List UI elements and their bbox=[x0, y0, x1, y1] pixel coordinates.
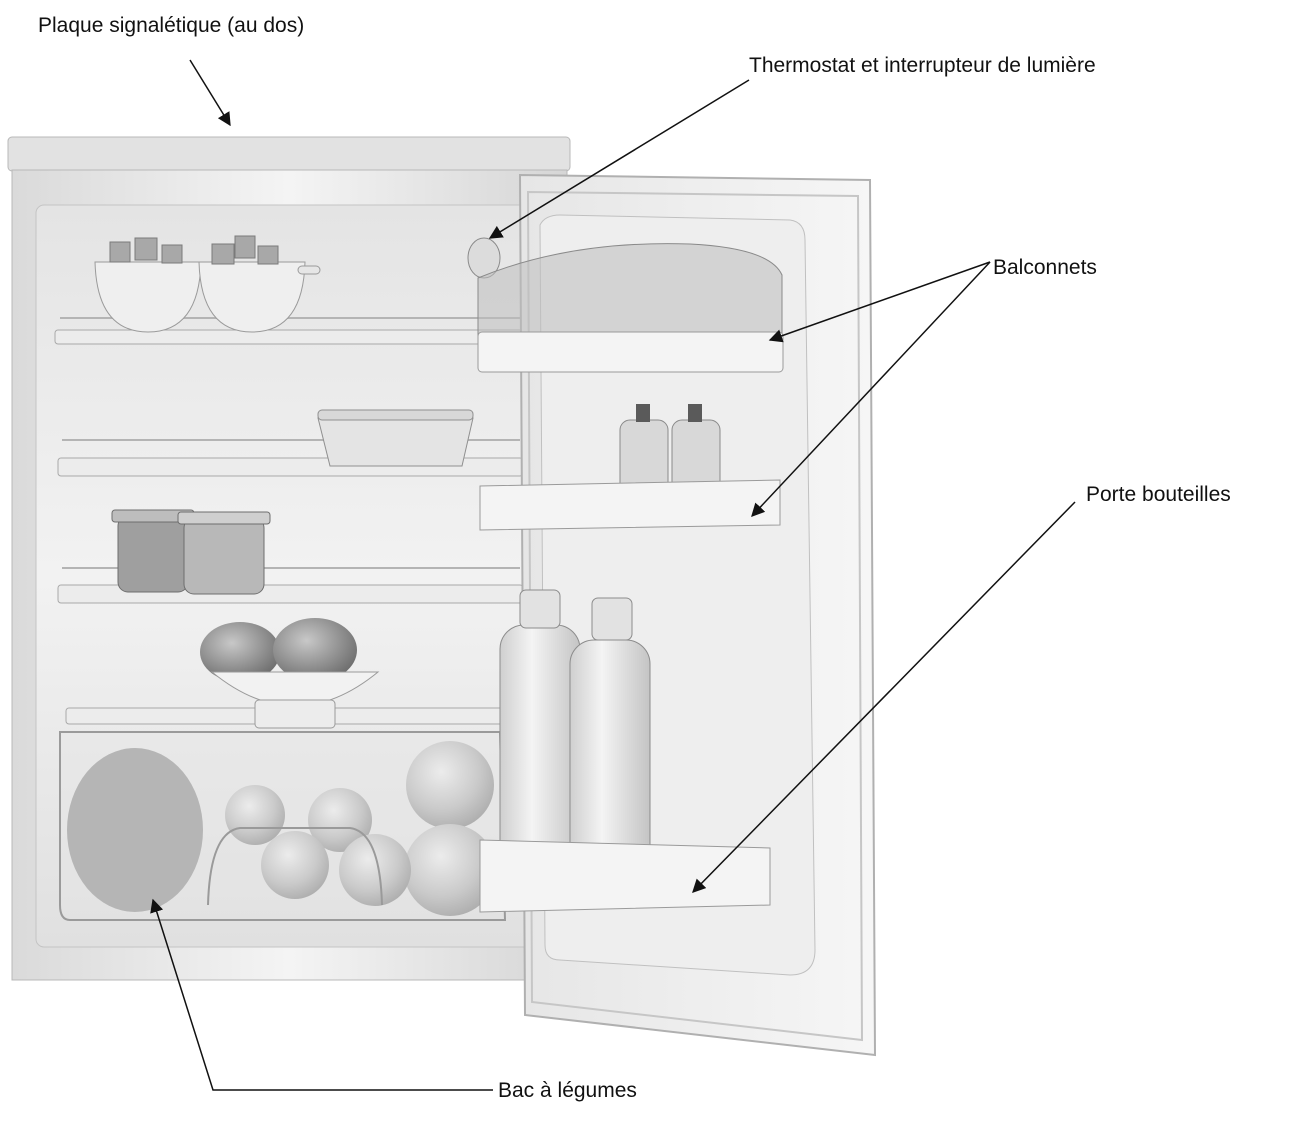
porte-bouteilles-shelf bbox=[479, 839, 771, 913]
leader-lines bbox=[150, 59, 1076, 1091]
fruit-bowl bbox=[200, 618, 380, 729]
balconnet-top bbox=[477, 243, 784, 373]
balconnet-middle bbox=[479, 479, 781, 531]
label-balconnets: Balconnets bbox=[993, 256, 1097, 279]
jars bbox=[111, 509, 271, 595]
label-plaque-signaletique: Plaque signalétique (au dos) bbox=[38, 14, 305, 37]
label-thermostat: Thermostat et interrupteur de lumière bbox=[749, 54, 1096, 77]
label-porte-bouteilles: Porte bouteilles bbox=[1086, 483, 1231, 506]
label-bac-a-legumes: Bac à légumes bbox=[498, 1079, 637, 1102]
water-bottles bbox=[499, 589, 651, 881]
food-container bbox=[317, 417, 474, 467]
bowls bbox=[94, 235, 321, 333]
cabinet-top bbox=[7, 136, 571, 172]
crisper-drawer bbox=[59, 731, 507, 921]
